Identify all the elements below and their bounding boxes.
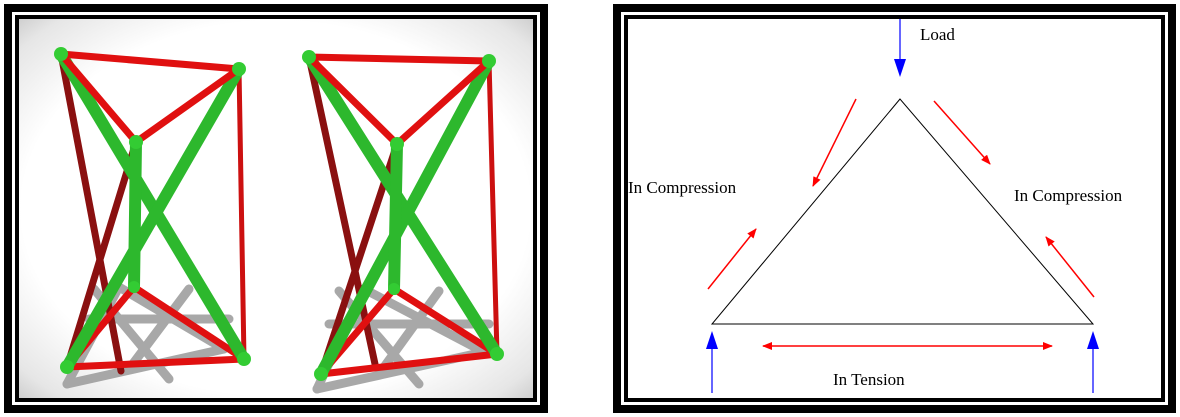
force-diagram-svg	[706, 19, 1099, 393]
support-arrow-right	[1087, 331, 1099, 393]
tensegrity-canvas	[19, 19, 533, 398]
force-diagram-panel: Load In Compression In Compression In Te…	[613, 4, 1176, 413]
compression-arrow-lower-right	[1045, 236, 1095, 298]
tensegrity-panel	[4, 4, 548, 413]
tensegrity-illustration	[54, 47, 504, 394]
tensegrity-frame	[12, 12, 540, 405]
load-label: Load	[920, 25, 955, 44]
load-triangle	[710, 98, 1095, 325]
compression-arrow-upper-right	[933, 100, 991, 165]
tension-label: In Tension	[833, 370, 905, 389]
compression-label-left: In Compression	[628, 178, 737, 197]
support-arrow-left	[706, 331, 718, 393]
tensegrity-prism-left	[54, 47, 251, 375]
compression-arrow-upper-left	[812, 98, 857, 187]
load-arrow	[894, 19, 906, 77]
compression-label-right: In Compression	[1014, 186, 1123, 205]
force-diagram-canvas: Load In Compression In Compression In Te…	[628, 19, 1161, 398]
tensegrity-prism-right	[302, 50, 504, 381]
force-diagram-frame: Load In Compression In Compression In Te…	[621, 12, 1168, 405]
compression-arrow-lower-left	[707, 228, 757, 290]
